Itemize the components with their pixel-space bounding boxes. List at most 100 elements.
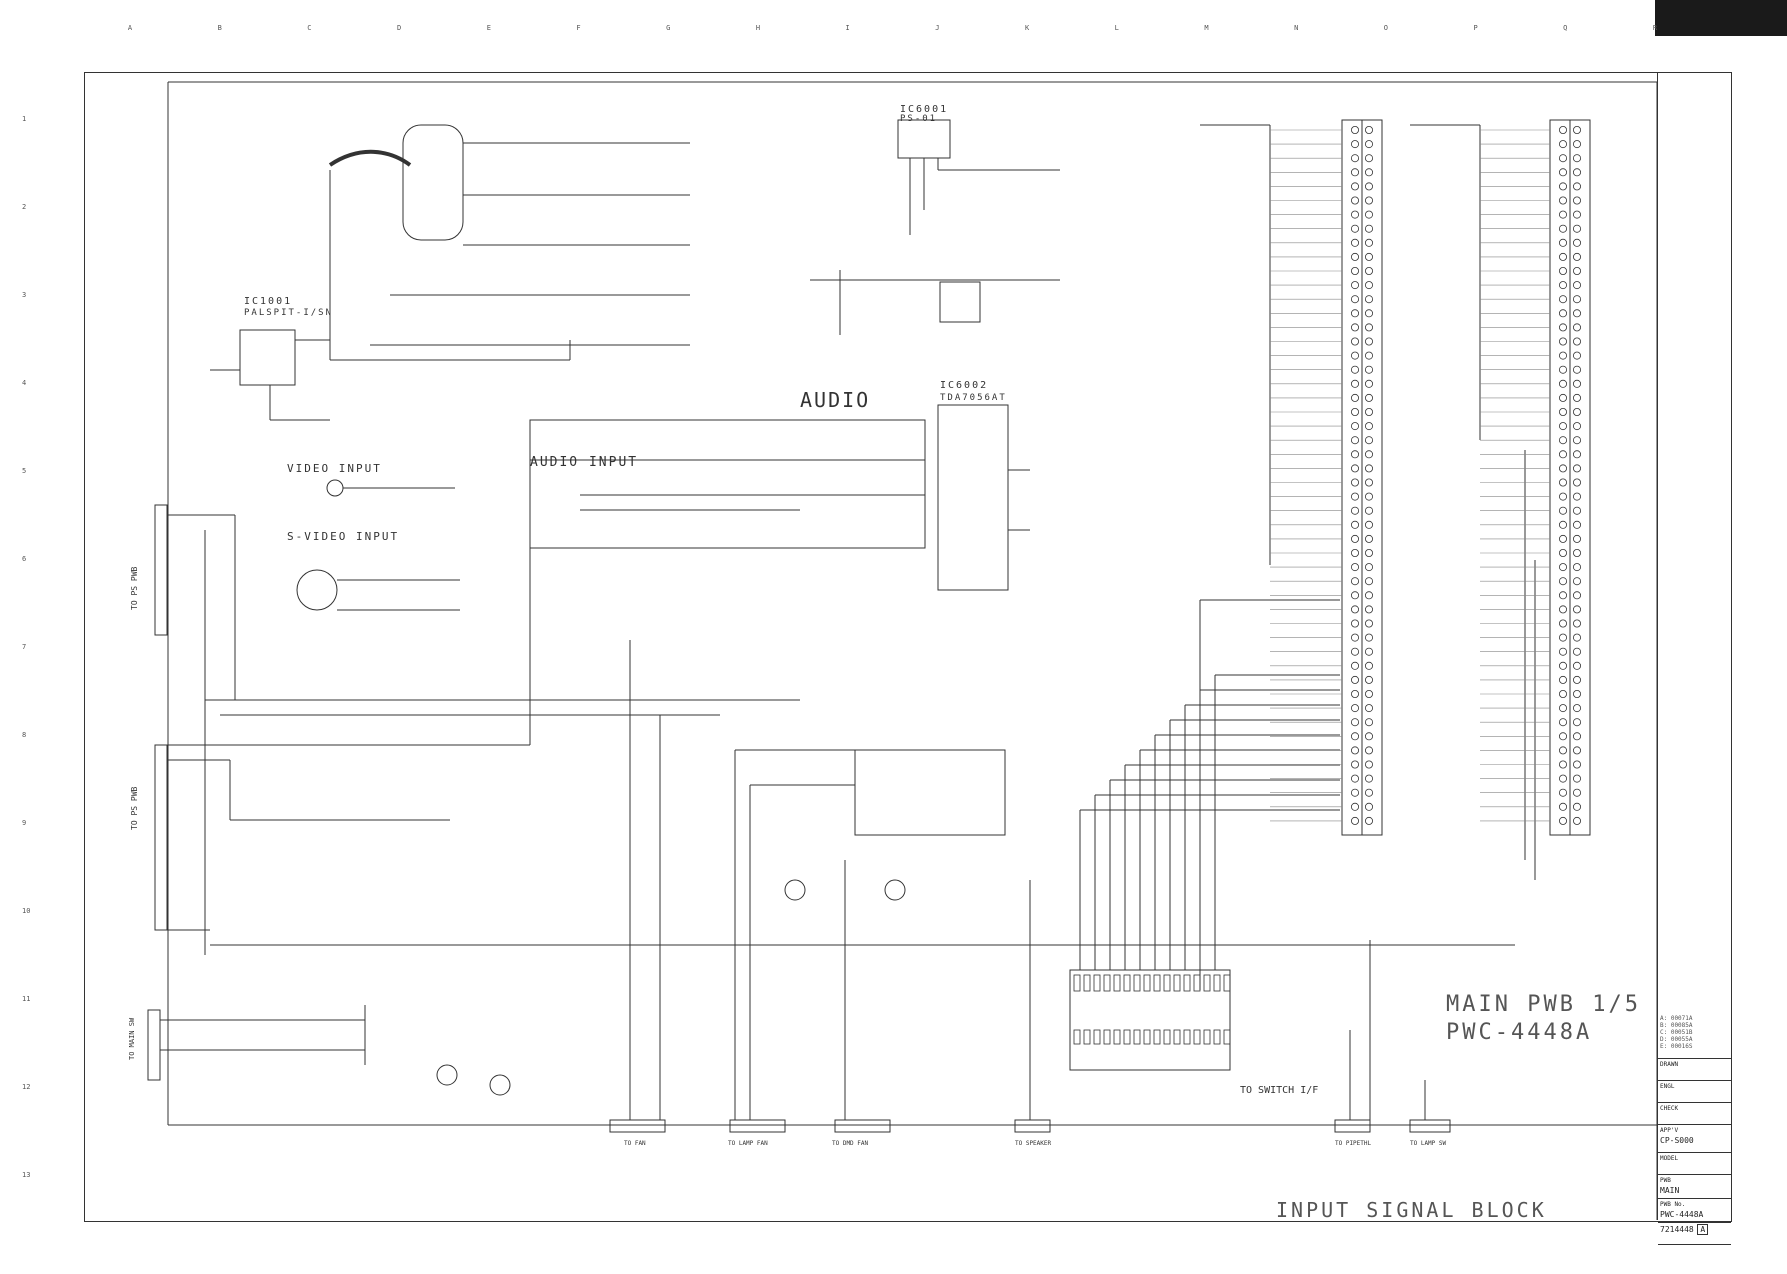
- resistor: [1173, 1029, 1181, 1045]
- connector-pin: [1365, 182, 1374, 191]
- resistor: [1203, 974, 1211, 992]
- connector-pin: [1365, 732, 1374, 741]
- connector-pin: [1351, 196, 1360, 205]
- connector-pin: [1573, 718, 1582, 727]
- resistor: [1183, 974, 1191, 992]
- connector-pin: [1351, 492, 1360, 501]
- connector-pin: [1559, 140, 1568, 149]
- connector-pin: [1365, 675, 1374, 684]
- connector-pin: [1573, 182, 1582, 191]
- connector-pin: [1573, 549, 1582, 558]
- connector-pin: [1365, 506, 1374, 515]
- resistor: [1173, 974, 1181, 992]
- resistor: [1123, 1029, 1131, 1045]
- connector-pin: [1559, 252, 1568, 261]
- to-main-sw-label: TO MAIN SW: [128, 1017, 136, 1060]
- connector-pin: [1365, 126, 1374, 135]
- resistor: [1163, 974, 1171, 992]
- connector-pin: [1573, 337, 1582, 346]
- connector-pin: [1559, 478, 1568, 487]
- resistor: [1143, 1029, 1151, 1045]
- connector-pin: [1573, 816, 1582, 825]
- connector-pin: [1351, 605, 1360, 614]
- connector-pin: [1573, 365, 1582, 374]
- connector-pin: [1365, 379, 1374, 388]
- row-marker: 10: [22, 907, 31, 915]
- connector-pin: [1573, 210, 1582, 219]
- connector-pin: [1573, 196, 1582, 205]
- row-marker: 12: [22, 1083, 31, 1091]
- connector-pin: [1573, 252, 1582, 261]
- connector-pin: [1365, 252, 1374, 261]
- ic6002-ref: IC6002: [940, 380, 989, 391]
- connector-pin: [1351, 718, 1360, 727]
- row-marker: 3: [22, 291, 27, 299]
- connector-pin: [1351, 295, 1360, 304]
- connector-pin: [1351, 337, 1360, 346]
- connector-pin: [1559, 295, 1568, 304]
- connector-pin: [1365, 238, 1374, 247]
- connector-pin: [1573, 492, 1582, 501]
- resistor: [1163, 1029, 1171, 1045]
- connector-pin: [1559, 605, 1568, 614]
- connector-pin: [1365, 168, 1374, 177]
- column-marker: L: [1114, 24, 1119, 32]
- resistor: [1103, 974, 1111, 992]
- connector-pin: [1351, 802, 1360, 811]
- connector-pin: [1559, 647, 1568, 656]
- connector-pin: [1559, 407, 1568, 416]
- connector-pin: [1573, 661, 1582, 670]
- connector-pin: [1351, 760, 1360, 769]
- column-marker: M: [1204, 24, 1209, 32]
- resistor: [1133, 974, 1141, 992]
- connector-pin: [1573, 126, 1582, 135]
- connector-pin: [1365, 422, 1374, 431]
- row-marker: 4: [22, 379, 27, 387]
- row-marker: 6: [22, 555, 27, 563]
- connector-pin: [1573, 591, 1582, 600]
- connector-pin: [1365, 774, 1374, 783]
- connector-pin: [1365, 577, 1374, 586]
- connector-pin: [1351, 365, 1360, 374]
- schematic-sheet: [84, 72, 1732, 1222]
- revision-item: E: 00016S: [1660, 1043, 1693, 1050]
- resistor: [1193, 974, 1201, 992]
- connector-pin: [1573, 788, 1582, 797]
- connector-pin: [1351, 478, 1360, 487]
- resistor: [1123, 974, 1131, 992]
- resistor: [1073, 974, 1081, 992]
- resistor: [1083, 1029, 1091, 1045]
- connector-pin: [1351, 788, 1360, 797]
- connector-pin: [1351, 154, 1360, 163]
- connector-pin: [1573, 774, 1582, 783]
- connector-pin: [1573, 422, 1582, 431]
- connector-pin: [1351, 281, 1360, 290]
- audio-input-title: AUDIO INPUT: [530, 455, 639, 470]
- connector-pin: [1559, 619, 1568, 628]
- to-fan-label: TO FAN: [624, 1140, 646, 1147]
- connector-pin: [1351, 746, 1360, 755]
- connector-pin: [1559, 802, 1568, 811]
- column-marker: O: [1383, 24, 1388, 32]
- connector-pin: [1559, 281, 1568, 290]
- connector-pin: [1365, 450, 1374, 459]
- connector-pin: [1351, 563, 1360, 572]
- connector-pin: [1559, 168, 1568, 177]
- svideo-input-title: S-VIDEO INPUT: [287, 530, 400, 543]
- connector-pin: [1559, 309, 1568, 318]
- connector-pin: [1351, 407, 1360, 416]
- revision-item: D: 00055A: [1660, 1036, 1693, 1043]
- connector-pin: [1559, 563, 1568, 572]
- connector-pin: [1351, 591, 1360, 600]
- connector-pin: [1559, 788, 1568, 797]
- connector-pin: [1559, 154, 1568, 163]
- row-marker: 7: [22, 643, 27, 651]
- connector-pin: [1351, 774, 1360, 783]
- connector-pin: [1559, 422, 1568, 431]
- connector-pin: [1365, 760, 1374, 769]
- connector-pin: [1351, 238, 1360, 247]
- connector-pin: [1365, 365, 1374, 374]
- connector-pin: [1559, 196, 1568, 205]
